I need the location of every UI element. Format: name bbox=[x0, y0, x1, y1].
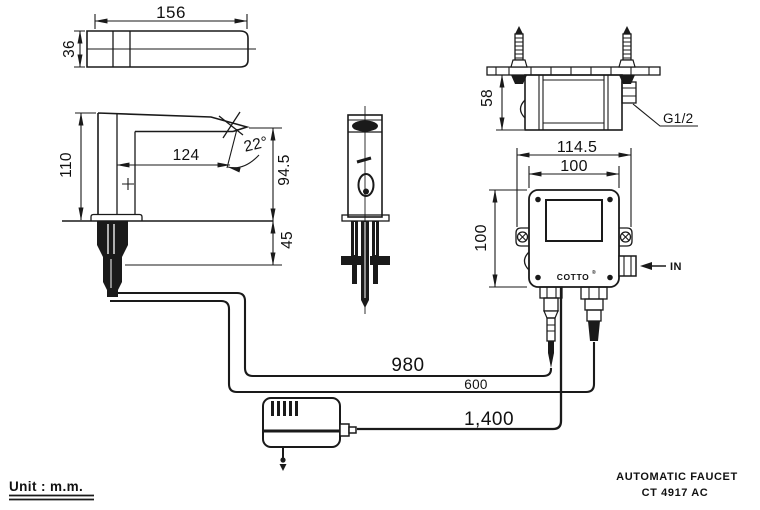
control-box-front-view: 114.5 100 100 IN COTTO bbox=[473, 139, 682, 368]
unit-note-text: Unit : m.m. bbox=[9, 479, 83, 494]
dim-box-body-width: 100 bbox=[560, 158, 588, 175]
adapter-vents bbox=[271, 401, 298, 416]
dim-power-cord-length: 1,400 bbox=[464, 409, 514, 430]
dim-faucet-height: 110 bbox=[58, 152, 75, 178]
spout-top-view: 156 36 bbox=[61, 3, 256, 68]
supply-hose bbox=[110, 299, 596, 394]
dim-thread-size: G1/2 bbox=[663, 111, 693, 126]
aerator-cross-mark bbox=[218, 111, 244, 139]
sensor-window bbox=[357, 173, 375, 197]
faucet-front-view bbox=[341, 106, 390, 314]
dim-under-counter-depth: 45 bbox=[279, 231, 296, 249]
dim-box-body-height: 100 bbox=[473, 224, 490, 252]
dim-outlet-height: 94.5 bbox=[276, 154, 293, 185]
cable-runs: 980 600 1,400 bbox=[110, 287, 596, 431]
under-counter-hoses bbox=[97, 221, 128, 297]
mounting-ear-left bbox=[515, 227, 529, 247]
mounting-ear-right bbox=[619, 227, 633, 247]
spout-opening bbox=[352, 120, 378, 132]
product-title-block: AUTOMATIC FAUCET CT 4917 AC bbox=[616, 471, 738, 499]
dim-sensor-cable-length: 980 bbox=[391, 355, 424, 376]
box-window bbox=[545, 199, 603, 242]
indicator-mark bbox=[356, 156, 372, 164]
power-adapter bbox=[262, 397, 357, 471]
sensor-plug-connector bbox=[539, 286, 563, 368]
control-box-top-view: G1/2 58 bbox=[479, 26, 698, 131]
adapter-plug-pin bbox=[279, 447, 287, 471]
dim-spout-angle: 22° bbox=[242, 134, 270, 156]
dim-spout-length: 156 bbox=[156, 3, 186, 22]
unit-note: Unit : m.m. bbox=[9, 479, 94, 501]
dim-spout-width: 36 bbox=[61, 40, 78, 58]
dim-box-depth: 58 bbox=[479, 89, 496, 107]
product-title-line1: AUTOMATIC FAUCET bbox=[616, 471, 738, 483]
dc-barrel-connector bbox=[339, 423, 350, 437]
faucet-side-view: 22° 124 110 94.5 45 bbox=[58, 111, 296, 297]
dim-supply-hose-length: 600 bbox=[464, 377, 487, 392]
hose-connector bbox=[580, 286, 608, 341]
supply-pipes bbox=[341, 221, 390, 308]
thread-fitting bbox=[621, 81, 637, 104]
brand-logo: COTTO bbox=[557, 272, 590, 282]
water-inlet-fitting bbox=[618, 255, 637, 277]
dim-box-overall-width: 114.5 bbox=[557, 139, 597, 156]
brand-registered-mark: ® bbox=[592, 269, 596, 276]
sensor-cable bbox=[110, 291, 553, 378]
mounting-screw-left bbox=[510, 26, 528, 84]
product-title-line2: CT 4917 AC bbox=[642, 487, 709, 499]
power-cord bbox=[357, 287, 563, 431]
dim-spout-reach: 124 bbox=[173, 147, 200, 164]
inlet-label: IN bbox=[670, 261, 682, 273]
